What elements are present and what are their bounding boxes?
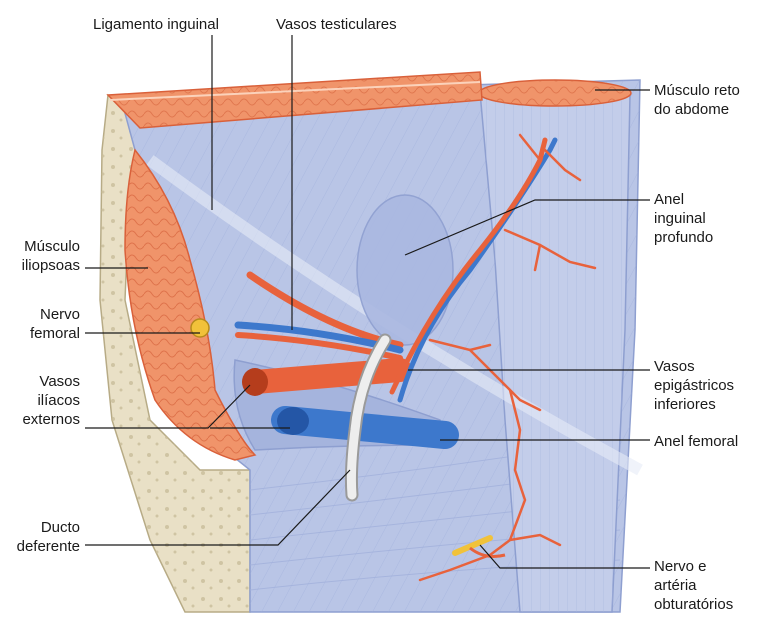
label-obturator: Nervo e artéria obturatórios	[654, 557, 733, 614]
label-line: Músculo reto	[654, 82, 740, 99]
label-line: Anel	[654, 191, 685, 208]
label-line: inferiores	[654, 396, 716, 413]
label-inguinal-ligament: Ligamento inguinal	[93, 16, 219, 33]
label-line: do abdome	[654, 101, 730, 118]
inferior-epigastric-artery	[389, 137, 548, 395]
label-line: Músculo	[24, 238, 80, 255]
label-line: Vasos	[39, 373, 80, 390]
label-external-iliac-vessels: Vasos ilíacos externos	[10, 372, 80, 429]
label-femoral-ring: Anel femoral	[654, 433, 739, 450]
label-line: inguinal	[654, 210, 706, 227]
obturator-nerve	[452, 535, 493, 556]
label-ductus-deferens: Ducto deferente	[10, 518, 80, 556]
label-line: epigástricos	[654, 377, 735, 394]
label-line: iliopsoas	[21, 257, 80, 274]
label-line: deferente	[16, 538, 80, 555]
label-line: profundo	[654, 229, 714, 246]
external-iliac-vein	[271, 406, 459, 449]
label-line: obturatórios	[654, 596, 734, 613]
label-line: Ducto	[40, 519, 80, 536]
femoral-nerve	[190, 318, 210, 338]
leader-lines	[85, 35, 650, 569]
label-line: femoral	[29, 325, 80, 342]
label-line: artéria	[654, 577, 697, 594]
label-line: Nervo e	[654, 558, 707, 575]
label-testicular-vessels: Vasos testiculares	[276, 16, 397, 33]
external-iliac-artery	[243, 358, 412, 394]
label-line: externos	[22, 411, 80, 428]
obturator-artery	[469, 546, 506, 558]
label-line: ilíacos	[37, 392, 80, 409]
label-iliopsoas: Músculo iliopsoas	[10, 237, 80, 275]
label-line: Nervo	[39, 306, 80, 323]
label-deep-inguinal-ring: Anel inguinal profundo	[654, 190, 713, 247]
epigastric-branches	[418, 133, 597, 582]
label-line: Vasos	[654, 358, 695, 375]
deep-inguinal-ring	[356, 194, 454, 346]
label-rectus-abdominis: Músculo reto do abdome	[654, 81, 740, 119]
label-inferior-epigastric-vessels: Vasos epigástricos inferiores	[654, 357, 734, 414]
label-femoral-nerve: Nervo femoral	[10, 305, 80, 343]
